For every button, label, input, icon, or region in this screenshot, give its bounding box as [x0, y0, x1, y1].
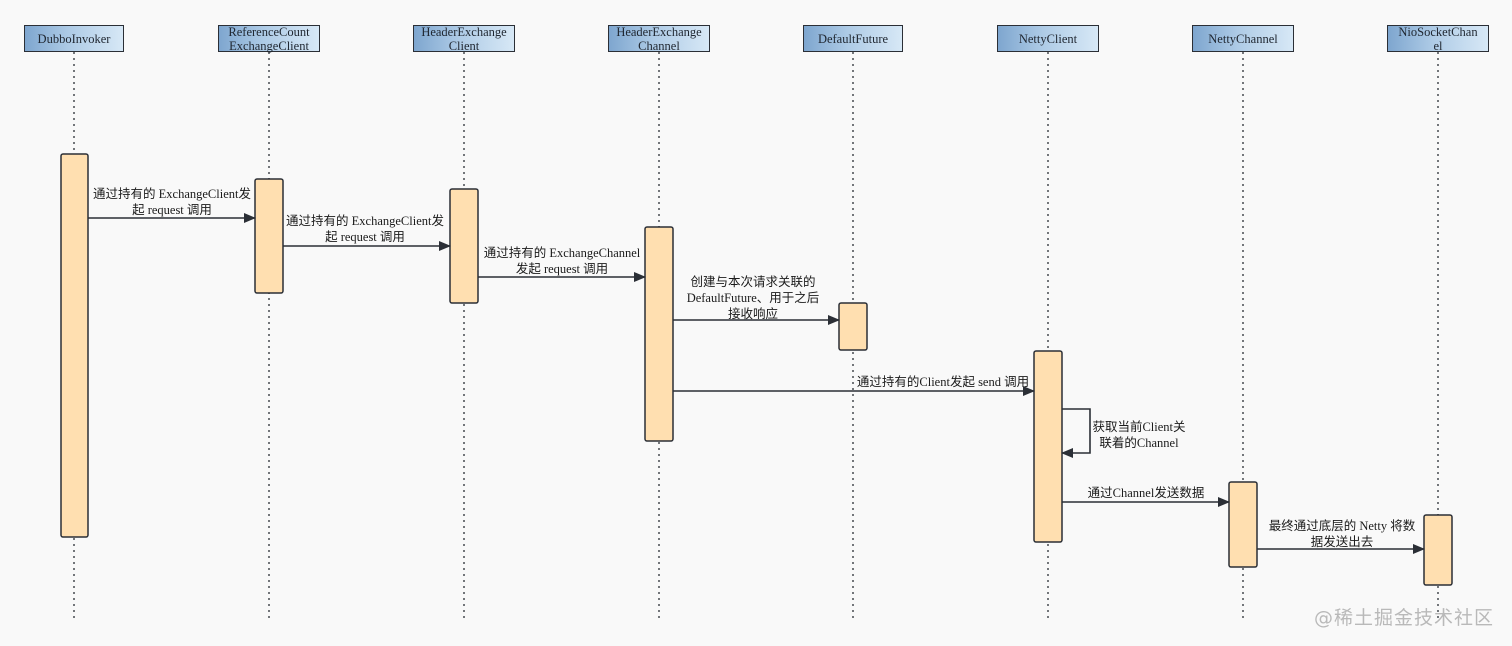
activation-header-exchange-client: [449, 188, 479, 304]
message-line: 起 request 调用: [325, 230, 405, 244]
participant-label-2: ExchangeClient: [229, 38, 309, 53]
activation-netty-client: [1033, 350, 1063, 543]
message-line: 据发送出去: [1310, 535, 1374, 549]
message-label-8: 最终通过底层的 Netty 将数 据发送出去: [1262, 518, 1422, 550]
participant-label: NioSocketChan: [1398, 24, 1478, 39]
participant-netty-channel: NettyChannel: [1192, 25, 1294, 52]
message-label-5: 通过持有的Client发起 send 调用: [848, 374, 1038, 390]
message-line: 联着的Channel: [1099, 436, 1179, 450]
activations: [60, 153, 1453, 586]
message-line: 通过持有的Client发起 send 调用: [856, 375, 1030, 389]
watermark: @稀土掘金技术社区: [1313, 607, 1494, 629]
message-label-1: 通过持有的 ExchangeClient发 起 request 调用: [90, 186, 254, 218]
activation-header-exchange-channel: [644, 226, 674, 442]
message-line: 最终通过底层的 Netty 将数: [1268, 519, 1416, 533]
message-label-3: 通过持有的 ExchangeChannel 发起 request 调用: [478, 245, 646, 277]
message-line: 通过持有的 ExchangeClient发: [286, 214, 444, 228]
arrow-msg-6: [1061, 408, 1091, 458]
participant-netty-client: NettyClient: [997, 25, 1099, 52]
message-line: 获取当前Client关: [1092, 420, 1186, 434]
message-line: 通过持有的 ExchangeClient发: [93, 187, 251, 201]
message-label-2: 通过持有的 ExchangeClient发 起 request 调用: [282, 213, 448, 245]
activation-netty-channel: [1228, 481, 1258, 568]
message-line: 接收响应: [727, 307, 778, 321]
participant-label-2: el: [1433, 38, 1443, 53]
message-label-7: 通过Channel发送数据: [1076, 485, 1216, 501]
activation-dubbo-invoker: [60, 153, 89, 538]
activation-reference-count-exchange-client: [254, 178, 284, 294]
participant-label: DefaultFuture: [817, 31, 889, 46]
message-label-6: 获取当前Client关 联着的Channel: [1092, 419, 1186, 451]
message-label-4: 创建与本次请求关联的 DefaultFuture、用于之后 接收响应: [672, 274, 834, 322]
participant-label: HeaderExchange: [616, 24, 702, 39]
message-line: 起 request 调用: [132, 203, 212, 217]
message-line: 通过持有的 ExchangeChannel: [483, 246, 641, 260]
message-arrows: [88, 213, 1425, 554]
activation-default-future: [838, 302, 868, 351]
participant-label-2: Client: [448, 38, 480, 53]
participant-label: ReferenceCount: [228, 24, 310, 39]
activation-nio-socket-channel: [1423, 514, 1453, 586]
participant-label: NettyChannel: [1208, 31, 1278, 46]
participant-label: NettyClient: [1018, 31, 1078, 46]
participant-dubbo-invoker: DubboInvoker: [24, 25, 124, 52]
message-line: 通过Channel发送数据: [1087, 486, 1205, 500]
participant-label: HeaderExchange: [421, 24, 507, 39]
participant-default-future: DefaultFuture: [803, 25, 903, 52]
message-line: 发起 request 调用: [515, 262, 609, 276]
participant-label-2: Channel: [638, 38, 680, 53]
message-line: 创建与本次请求关联的: [690, 275, 816, 289]
participant-label: DubboInvoker: [37, 31, 111, 46]
message-line: DefaultFuture、用于之后: [686, 291, 820, 305]
